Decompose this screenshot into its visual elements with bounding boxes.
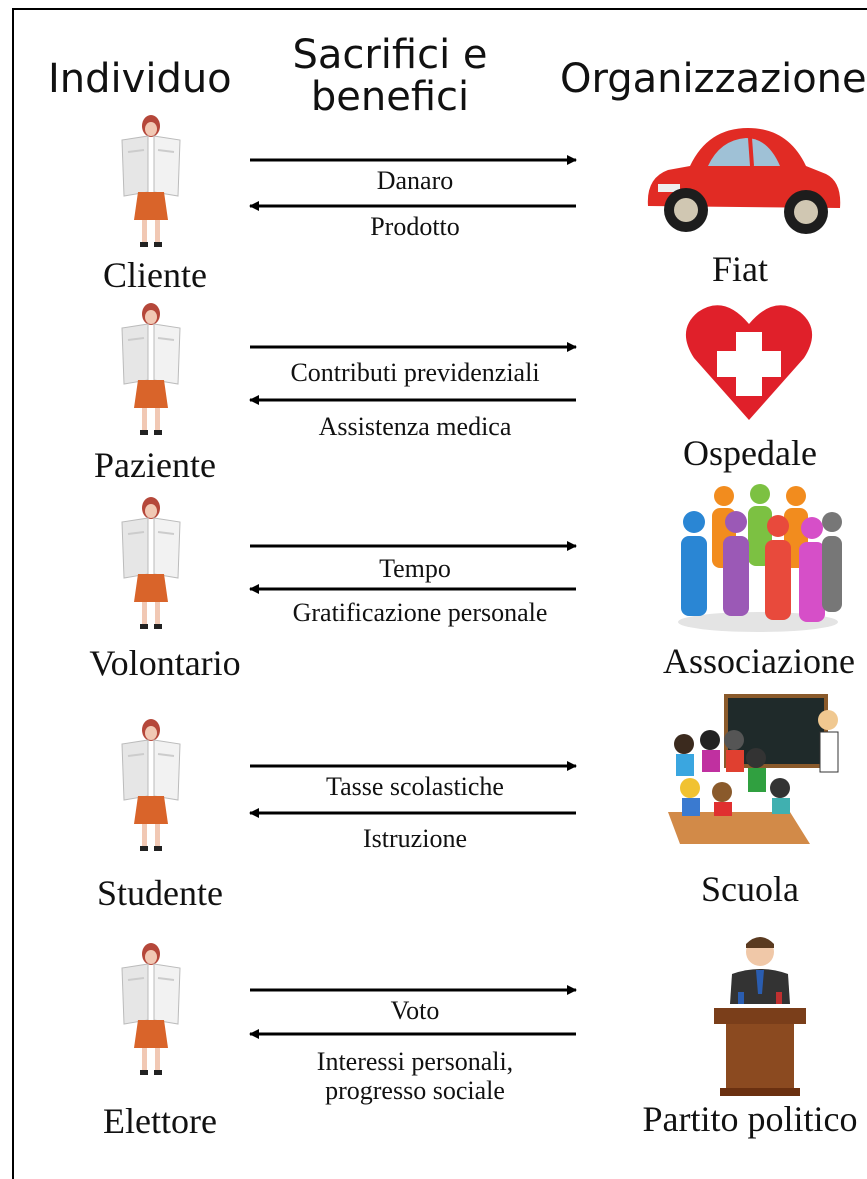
role-paziente: Paziente [94,445,216,485]
org-fiat: Fiat [711,249,768,289]
org-scuola: Scuola [701,869,799,909]
role-studente: Studente [97,873,223,913]
person-newspaper-icon [121,497,181,629]
header-sacrifici-line1: Sacrifici e [292,32,488,78]
person-newspaper-icon [121,943,181,1075]
header-organizzazione: Organizzazione [560,56,867,102]
classroom-icon [668,694,839,844]
label-benefit-elettore-line1: Interessi personali, [316,1047,514,1076]
car-icon [647,128,841,234]
person-newspaper-icon [121,115,181,247]
label-benefit-volontario: Gratificazione personale [292,598,548,627]
heart-cross-icon [685,305,813,420]
label-sacrifice-volontario: Tempo [379,554,451,583]
label-benefit-cliente: Prodotto [370,212,460,241]
org-associazione: Associazione [663,641,855,681]
label-benefit-paziente: Assistenza medica [318,412,512,441]
role-elettore: Elettore [103,1101,217,1141]
label-benefit-studente: Istruzione [363,824,467,853]
org-partito-politico: Partito politico [642,1099,858,1139]
speaker-podium-icon [714,937,806,1096]
label-benefit-elettore-line2: progresso sociale [325,1076,505,1105]
person-newspaper-icon [121,719,181,851]
header-sacrifici-line2: benefici [310,74,470,120]
people-group-icon [678,484,842,632]
label-sacrifice-paziente: Contributi previdenziali [290,358,540,387]
person-newspaper-icon [121,303,181,435]
label-sacrifice-studente: Tasse scolastiche [326,772,504,801]
org-ospedale: Ospedale [683,433,817,473]
header-individuo: Individuo [48,56,232,102]
diagram-frame [12,8,867,1179]
role-volontario: Volontario [89,643,241,683]
label-sacrifice-cliente: Danaro [376,166,454,195]
role-cliente: Cliente [103,255,207,295]
label-sacrifice-elettore: Voto [390,996,440,1025]
